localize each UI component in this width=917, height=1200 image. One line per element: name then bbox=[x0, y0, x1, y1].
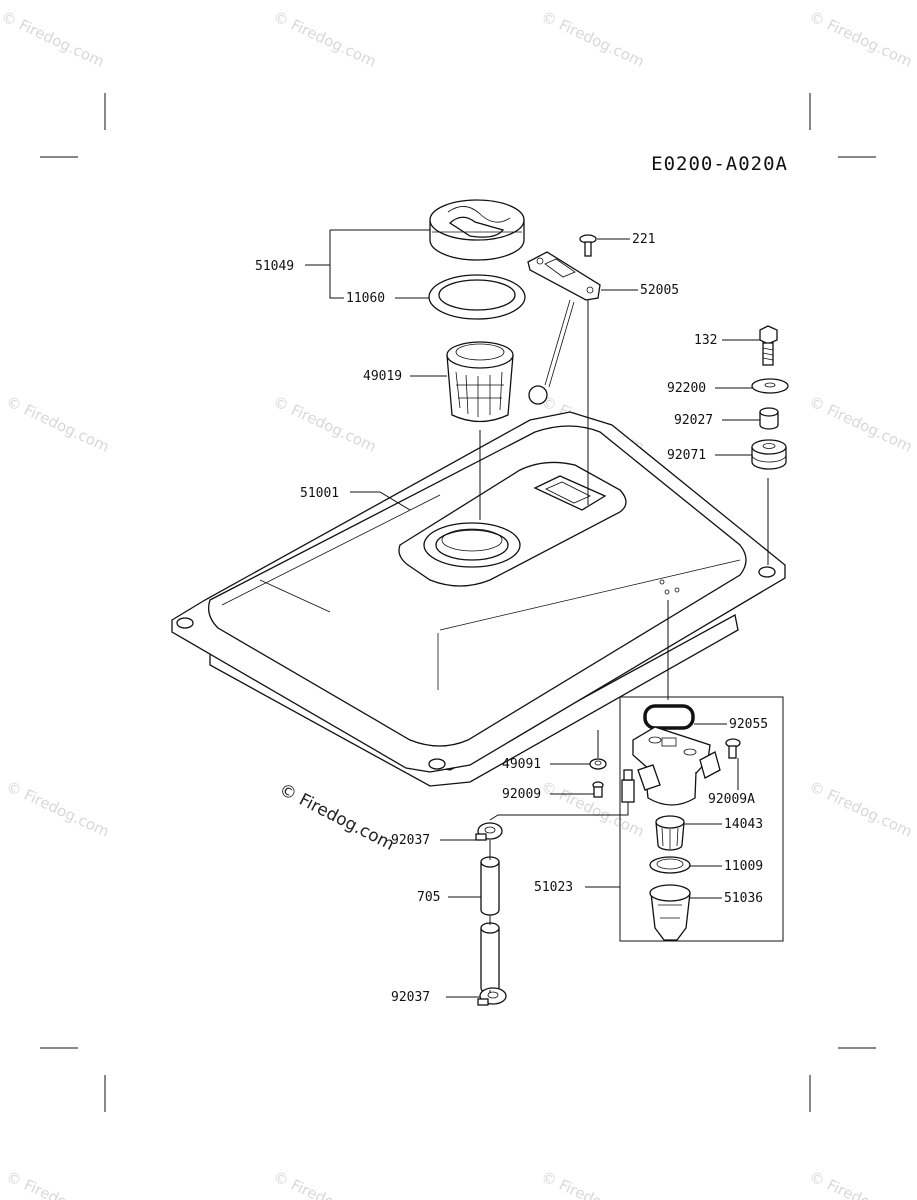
watermark: © Firedog.com bbox=[270, 392, 379, 455]
part-label: 14043 bbox=[724, 817, 763, 832]
watermark: © Firedog.com bbox=[538, 7, 647, 70]
crop-marks bbox=[40, 93, 876, 1112]
fuel-cock bbox=[621, 726, 721, 806]
watermark: © Firedog.com bbox=[806, 777, 915, 840]
watermark: © Firedog.com bbox=[270, 7, 379, 70]
watermark: © Firedog.com bbox=[806, 1167, 915, 1200]
watermark: © Firedog.com bbox=[3, 777, 112, 840]
mount-bolt bbox=[759, 325, 778, 366]
watermark: © Firedog.com bbox=[538, 1167, 647, 1200]
watermark: © Firedog.com bbox=[806, 392, 915, 455]
part-label: 92200 bbox=[667, 381, 706, 396]
hose-clamp-upper bbox=[475, 822, 503, 841]
part-label: 92027 bbox=[674, 413, 713, 428]
hose-clamp-lower bbox=[477, 987, 507, 1006]
fuel-cap bbox=[429, 199, 525, 261]
part-label: 11060 bbox=[346, 291, 385, 306]
part-label: 705 bbox=[417, 890, 440, 905]
fuel-gauge bbox=[527, 251, 601, 405]
fuel-hose bbox=[480, 856, 500, 994]
watermark: © Firedog.com bbox=[3, 392, 112, 455]
gauge-screw bbox=[579, 234, 597, 257]
watermark: © Firedog.com bbox=[3, 1167, 112, 1200]
cap-gasket bbox=[428, 274, 526, 320]
drain-screw bbox=[592, 781, 604, 798]
leader-lines bbox=[305, 229, 769, 998]
watermark-dark: © Firedog.com bbox=[276, 780, 398, 855]
part-label: 92009 bbox=[502, 787, 541, 802]
drain-nut bbox=[589, 758, 607, 770]
fuel-cock-group-box bbox=[619, 696, 784, 942]
fuel-tank bbox=[171, 411, 786, 787]
fuel-strainer bbox=[446, 341, 514, 423]
diagram-code: E0200-A020A bbox=[651, 153, 788, 175]
part-label: 51001 bbox=[300, 486, 339, 501]
part-label: 132 bbox=[694, 333, 717, 348]
part-label: 221 bbox=[632, 232, 655, 247]
part-label: 92055 bbox=[729, 717, 768, 732]
part-label: 51023 bbox=[534, 880, 573, 895]
part-label: 92071 bbox=[667, 448, 706, 463]
cock-o-ring bbox=[649, 856, 691, 874]
watermark: © Firedog.com bbox=[0, 7, 107, 70]
cock-screw bbox=[725, 738, 741, 759]
collar bbox=[759, 407, 779, 430]
washer bbox=[751, 378, 789, 394]
sediment-bowl bbox=[649, 884, 691, 941]
part-label: 92037 bbox=[391, 833, 430, 848]
part-label: 92037 bbox=[391, 990, 430, 1005]
o-ring bbox=[643, 704, 695, 730]
part-label: 52005 bbox=[640, 283, 679, 298]
watermark: © Firedog.com bbox=[270, 1167, 379, 1200]
part-label: 51036 bbox=[724, 891, 763, 906]
part-label: 92009A bbox=[708, 792, 755, 807]
part-label: 51049 bbox=[255, 259, 294, 274]
rubber-damper bbox=[751, 439, 787, 470]
watermark: © Firedog.com bbox=[806, 7, 915, 70]
part-label: 49019 bbox=[363, 369, 402, 384]
part-label: 49091 bbox=[502, 757, 541, 772]
part-labels: 51049 11060 49019 51001 221 52005 132 92… bbox=[255, 232, 768, 1005]
cock-filter bbox=[655, 815, 685, 851]
part-label: 11009 bbox=[724, 859, 763, 874]
